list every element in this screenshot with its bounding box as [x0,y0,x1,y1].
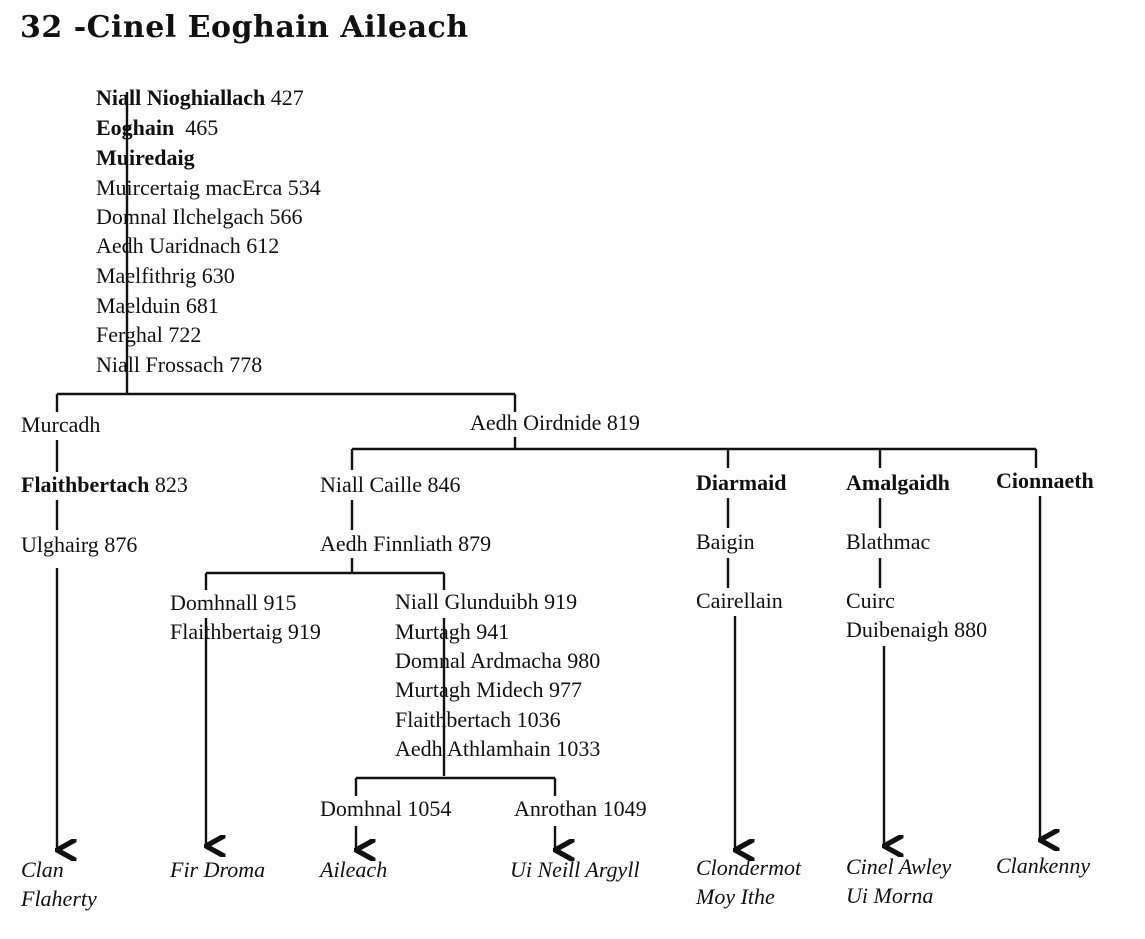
person-murtagh-midech: Murtagh Midech 977 [395,677,582,702]
person-domhnall-915: Domhnall 915 [170,590,297,615]
person-eoghain: Eoghain 465 [96,115,219,140]
clan-moy-ithe: Moy Ithe [696,884,775,909]
person-duibenaigh: Duibenaigh 880 [846,617,988,642]
person-blathmac: Blathmac [846,529,931,554]
clan-clondermot: Clondermot [696,855,802,880]
person-domnal-ilchelgach: Domnal Ilchelgach 566 [96,204,303,229]
person-muircertaig: Muircertaig macErca 534 [96,175,321,200]
person-amalgaidh: Amalgaidh [846,470,950,495]
person-baigin: Baigin [696,529,755,554]
person-cuirc: Cuirc [846,588,895,613]
person-aedh-uaridnach: Aedh Uaridnach 612 [96,233,280,258]
person-flaithbertach-1036: Flaithbertach 1036 [395,707,561,732]
person-ferghal: Ferghal 722 [96,322,202,347]
person-murcadh: Murcadh [21,412,101,437]
person-maelduin: Maelduin 681 [96,293,219,318]
person-domnal-ardmacha: Domnal Ardmacha 980 [395,648,601,673]
person-aedh-oirdnide: Aedh Oirdnide 819 [470,410,640,435]
clan-clankenny: Clankenny [996,853,1091,878]
person-cionnaeth: Cionnaeth [996,468,1094,493]
person-niall-caille: Niall Caille 846 [320,472,461,497]
person-domhnal-1054: Domhnal 1054 [320,796,452,821]
person-aedh-finnliath: Aedh Finnliath 879 [320,531,492,556]
person-cairellain: Cairellain [696,588,783,613]
clan-fir-droma: Fir Droma [170,857,266,882]
person-murtagh-941: Murtagh 941 [395,619,510,644]
clan-ui-neill-argyll: Ui Neill Argyll [510,857,640,882]
person-aedh-athlamhain: Aedh Athlamhain 1033 [395,736,601,761]
person-niall-frossach: Niall Frossach 778 [96,352,263,377]
clan-aileach: Aileach [320,857,388,882]
clan-flaherty-line2: Flaherty [21,886,97,911]
person-muiredaig: Muiredaig [96,145,195,170]
person-maelfithrig: Maelfithrig 630 [96,263,235,288]
person-niall-nioghiallach: Niall Nioghiallach 427 [96,85,304,110]
person-ulghairg: Ulghairg 876 [21,532,138,557]
person-anrothan: Anrothan 1049 [514,796,647,821]
person-flaithbertach-823: Flaithbertach 823 [21,472,188,497]
person-flaithbertaig: Flaithbertaig 919 [170,619,321,644]
clan-cinel-awley: Cinel Awley [846,854,952,879]
page-title: 32 -Cinel Eoghain Aileach [20,10,469,45]
clan-flaherty-line1: Clan [21,857,64,882]
person-niall-glunduibh: Niall Glunduibh 919 [395,589,578,614]
clan-ui-morna: Ui Morna [846,883,934,908]
person-diarmaid: Diarmaid [696,470,787,495]
